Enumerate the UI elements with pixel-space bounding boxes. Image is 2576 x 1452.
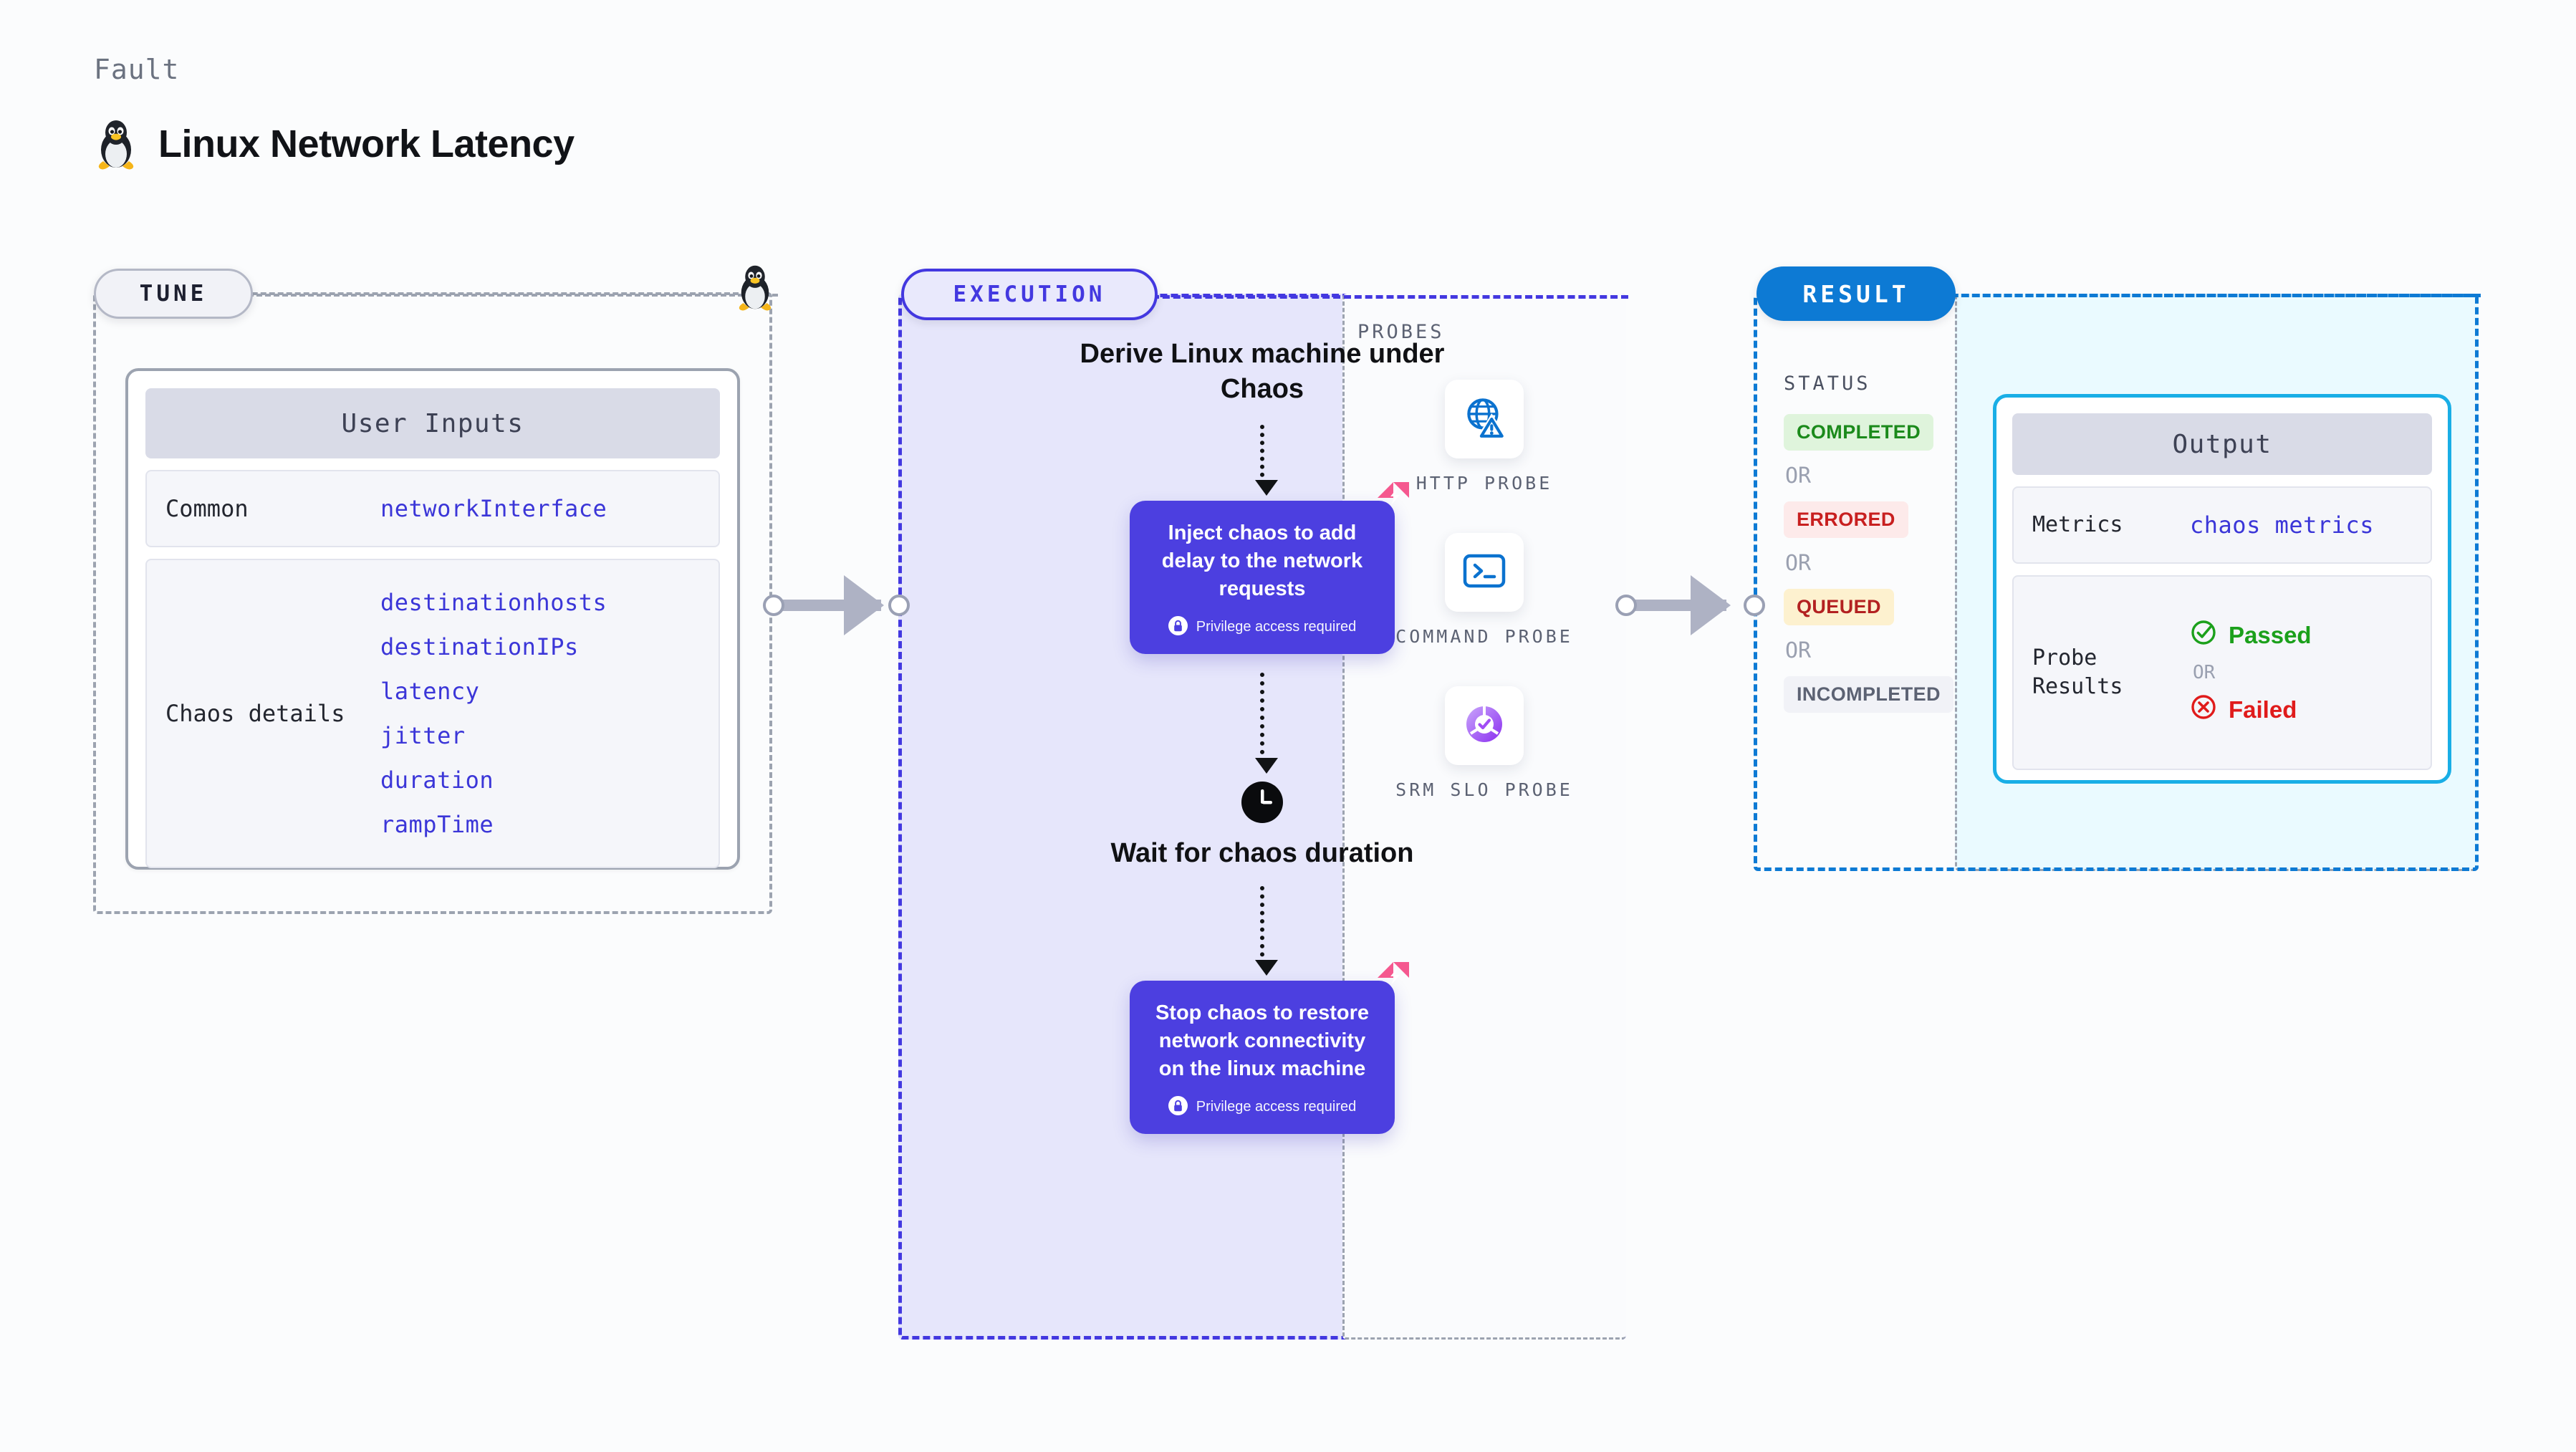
inject-chaos-card[interactable]: Inject chaos to add delay to the network…	[1130, 482, 1409, 654]
page-kicker: Fault	[94, 54, 180, 85]
flow-arrow-3	[1255, 886, 1278, 976]
output-metrics-label: Metrics	[2032, 511, 2123, 537]
output-probe-results-values: Passed OR Failed	[2190, 619, 2312, 726]
probe-result-failed-text: Failed	[2229, 696, 2297, 723]
link-arrowhead	[1691, 575, 1731, 635]
tune-row-common-values: networkInterface	[380, 495, 607, 522]
execution-connector-line	[1152, 295, 1628, 299]
probe-result-or: OR	[2193, 662, 2216, 683]
output-probe-results-label: Probe Results	[2032, 645, 2123, 700]
link-arrowhead	[844, 575, 884, 635]
probe-item-srm-slo[interactable]: SRM SLO PROBE	[1395, 686, 1573, 802]
link-node-start	[763, 595, 784, 616]
output-row-probe-results: Probe Results Passed OR	[2012, 575, 2432, 770]
execution-step-title: Derive Linux machine under Chaos	[1080, 339, 1445, 404]
linux-penguin-icon	[94, 118, 138, 170]
status-list: COMPLETED OR ERRORED OR QUEUED OR INCOMP…	[1784, 414, 1956, 713]
probes-list: HTTP PROBE COMMAND PROBE	[1342, 380, 1626, 802]
output-row-metrics: Metrics chaos metrics	[2012, 486, 2432, 564]
stop-privilege-text: Privilege access required	[1196, 1099, 1357, 1115]
stage-pill-tune[interactable]: TUNE	[94, 269, 253, 319]
probe-result-passed-text: Passed	[2229, 622, 2312, 648]
tune-value[interactable]: destinationIPs	[380, 633, 579, 660]
status-or: OR	[1785, 551, 1812, 576]
probes-panel-border	[1342, 294, 1626, 1340]
user-inputs-title: User Inputs	[145, 388, 720, 458]
probe-caption: HTTP PROBE	[1416, 473, 1553, 494]
link-node-end	[1744, 595, 1765, 616]
probe-result-failed: Failed	[2190, 693, 2312, 726]
x-circle-icon	[2190, 693, 2217, 726]
srm-slo-icon	[1461, 701, 1507, 750]
globe-warning-icon	[1461, 394, 1508, 444]
tune-value[interactable]: duration	[380, 766, 494, 794]
output-card: Output Metrics chaos metrics Probe Resul…	[1993, 394, 2451, 784]
probe-result-passed: Passed	[2190, 619, 2312, 652]
wait-label: Wait for chaos duration	[1110, 837, 1414, 868]
stage-pill-result[interactable]: RESULT	[1756, 266, 1956, 321]
status-badge-incompleted: INCOMPLETED	[1784, 676, 1953, 713]
probe-tile	[1444, 532, 1524, 612]
tune-row-chaos-label: Chaos details	[165, 700, 345, 727]
wait-step: Wait for chaos duration	[1110, 780, 1414, 871]
probe-caption: COMMAND PROBE	[1395, 625, 1573, 647]
tune-row-common-label: Common	[165, 495, 249, 522]
terminal-icon	[1461, 551, 1507, 594]
clock-icon	[1240, 780, 1284, 824]
chaos-fault-icon	[1376, 479, 1410, 516]
inject-privilege-row: Privilege access required	[1148, 615, 1376, 638]
tune-linux-penguin-icon	[734, 264, 776, 314]
page-title-row: Linux Network Latency	[94, 118, 575, 170]
lock-icon	[1168, 615, 1188, 638]
status-or: OR	[1785, 463, 1812, 489]
check-circle-icon	[2190, 619, 2217, 652]
link-node-start	[1615, 595, 1637, 616]
tune-value[interactable]: networkInterface	[380, 495, 607, 522]
inject-chaos-text: Inject chaos to add delay to the network…	[1161, 521, 1363, 600]
probe-tile	[1444, 686, 1524, 765]
probe-item-http[interactable]: HTTP PROBE	[1416, 380, 1553, 496]
user-inputs-card: User Inputs Common networkInterface Chao…	[125, 368, 740, 870]
tune-value[interactable]: rampTime	[380, 811, 494, 838]
stop-privilege-row: Privilege access required	[1148, 1096, 1376, 1118]
stage-pill-execution[interactable]: EXECUTION	[901, 269, 1158, 320]
status-badge-queued: QUEUED	[1784, 589, 1894, 625]
inject-privilege-text: Privilege access required	[1196, 618, 1357, 635]
execution-flow: Derive Linux machine under Chaos Inject …	[898, 337, 1626, 1135]
status-or: OR	[1785, 638, 1812, 663]
tune-value[interactable]: destinationhosts	[380, 589, 607, 616]
flow-arrow-1	[1255, 425, 1278, 496]
status-section-label: STATUS	[1784, 372, 1871, 395]
flow-arrow-2	[1255, 672, 1278, 774]
stop-chaos-text: Stop chaos to restore network connectivi…	[1155, 1001, 1370, 1081]
output-card-title: Output	[2012, 413, 2432, 475]
probe-tile	[1444, 380, 1524, 458]
link-node-end	[888, 595, 910, 616]
tune-row-common: Common networkInterface	[145, 470, 720, 547]
status-badge-errored: ERRORED	[1784, 501, 1908, 538]
tune-row-chaos-values: destinationhosts destinationIPs latency …	[380, 589, 607, 838]
chaos-fault-icon	[1376, 959, 1410, 996]
probes-panel	[1342, 294, 1626, 1340]
tune-value[interactable]: jitter	[380, 722, 466, 749]
result-connector-line	[1951, 294, 2481, 297]
page-title: Linux Network Latency	[158, 122, 575, 165]
probe-caption: SRM SLO PROBE	[1395, 779, 1573, 800]
output-metrics-value[interactable]: chaos metrics	[2190, 511, 2374, 539]
lock-icon	[1168, 1096, 1188, 1118]
tune-row-chaos-details: Chaos details destinationhosts destinati…	[145, 559, 720, 868]
tune-connector-line	[248, 294, 778, 297]
status-badge-completed: COMPLETED	[1784, 414, 1934, 451]
tune-value[interactable]: latency	[380, 678, 480, 705]
probe-item-command[interactable]: COMMAND PROBE	[1395, 532, 1573, 649]
stop-chaos-card[interactable]: Stop chaos to restore network connectivi…	[1130, 962, 1409, 1135]
probes-section-label: PROBES	[1357, 321, 1445, 343]
